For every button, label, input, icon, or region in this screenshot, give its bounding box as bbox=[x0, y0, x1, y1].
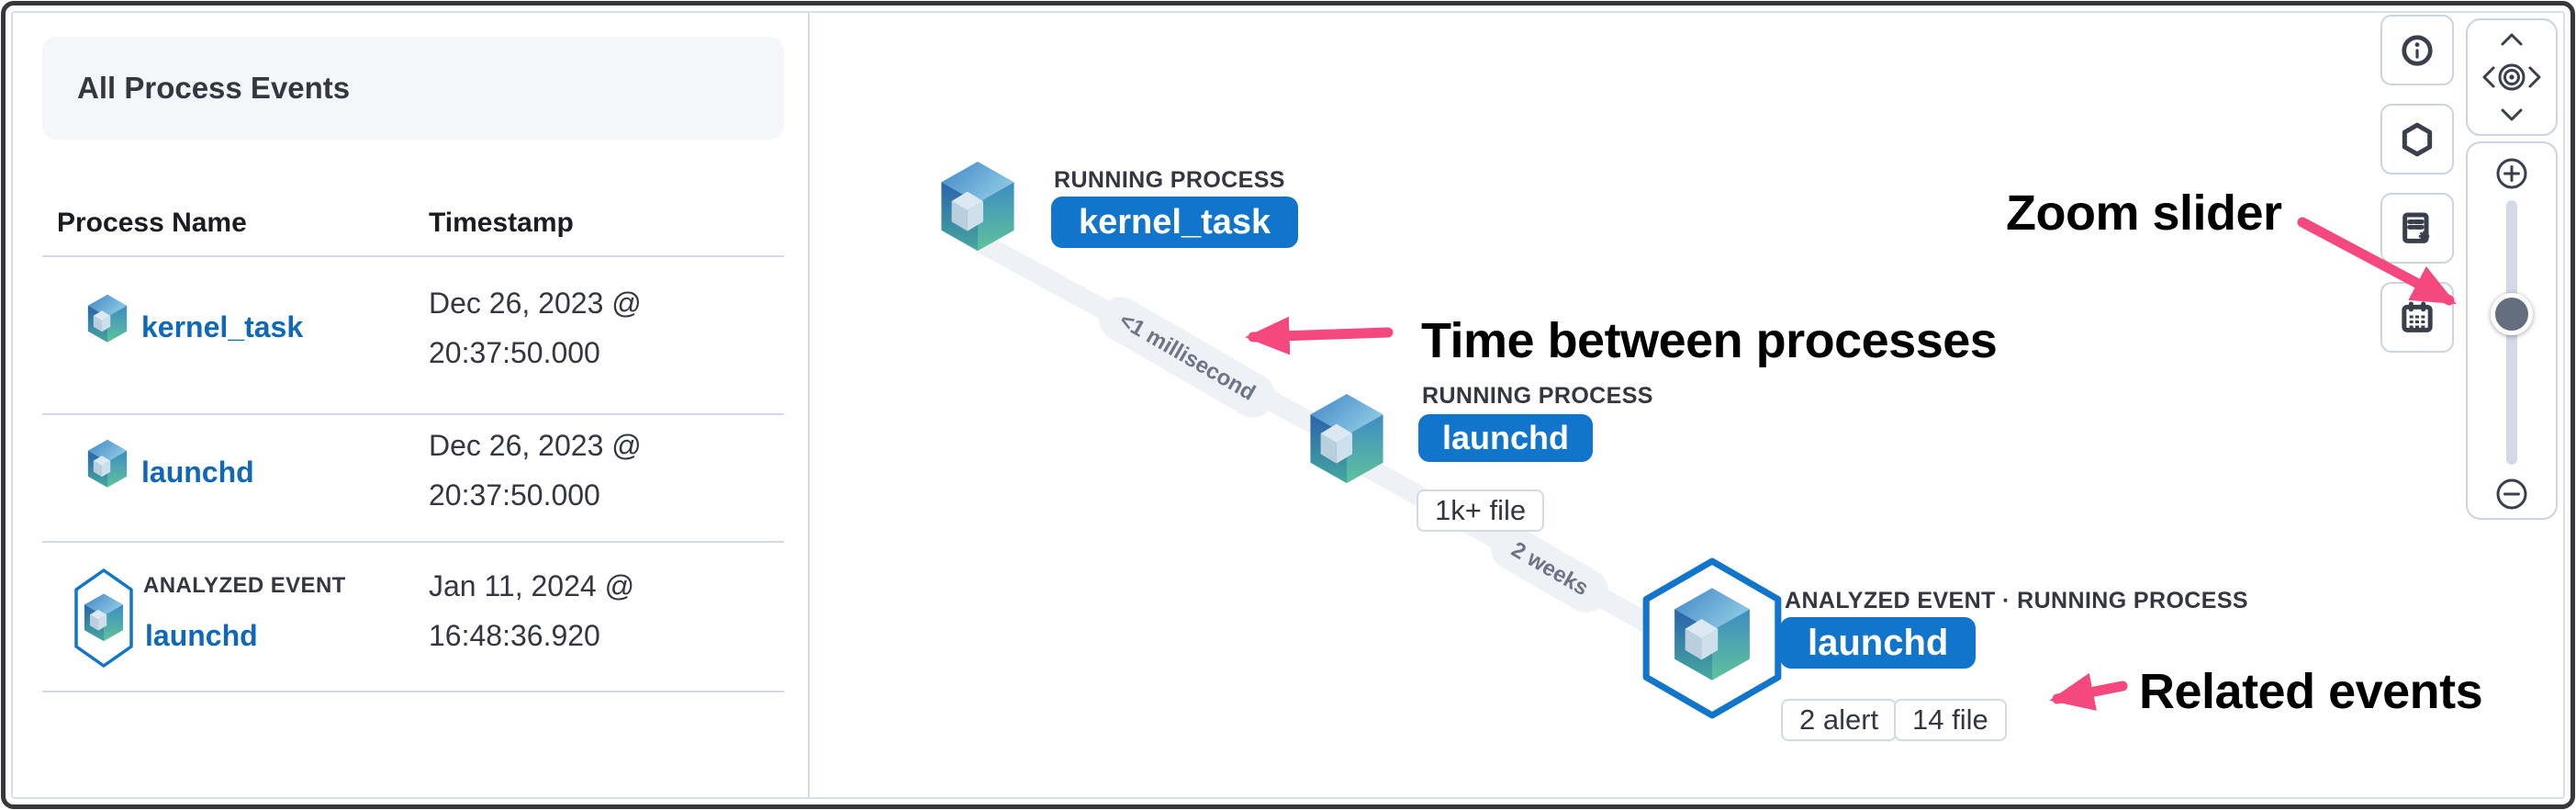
timestamp-line: 20:37:50.000 bbox=[429, 478, 600, 512]
chevron-down-icon[interactable] bbox=[2501, 108, 2523, 121]
process-node-button[interactable]: launchd bbox=[1780, 617, 1977, 669]
node-type-label: ANALYZED EVENT · RUNNING PROCESS bbox=[1785, 588, 2248, 613]
timestamp-line: 16:48:36.920 bbox=[429, 619, 600, 652]
process-link[interactable]: launchd bbox=[145, 619, 258, 652]
center-camera-icon[interactable] bbox=[2503, 69, 2520, 85]
timestamp-line: Dec 26, 2023 @ bbox=[429, 429, 642, 462]
app-container bbox=[11, 11, 2565, 799]
annotation-zoom-slider: Zoom slider bbox=[2006, 186, 2282, 241]
related-events-badge[interactable]: 14 file bbox=[1894, 699, 2007, 741]
chevron-right-icon[interactable] bbox=[2528, 66, 2541, 88]
row-divider bbox=[42, 541, 784, 543]
calendar-icon bbox=[2402, 301, 2433, 332]
process-node-cube-icon[interactable] bbox=[1307, 393, 1386, 485]
process-link[interactable]: kernel_task bbox=[141, 310, 304, 343]
date-picker-button[interactable] bbox=[2380, 282, 2454, 353]
analyzed-event-label: ANALYZED EVENT bbox=[143, 573, 346, 598]
minus-icon bbox=[2496, 478, 2527, 510]
schema-settings-icon bbox=[2402, 212, 2430, 243]
zoom-in-button[interactable] bbox=[2490, 152, 2534, 196]
process-node-cube-icon[interactable] bbox=[938, 161, 1017, 253]
node-legend-button[interactable] bbox=[2380, 104, 2454, 174]
process-node-button[interactable]: kernel_task bbox=[1051, 197, 1299, 248]
analyzed-node-hexagon-icon[interactable] bbox=[1640, 557, 1785, 720]
column-header-timestamp: Timestamp bbox=[429, 208, 574, 238]
hexagon-legend-icon bbox=[2402, 122, 2433, 156]
pan-control bbox=[2466, 18, 2558, 136]
panel-title: All Process Events bbox=[77, 71, 351, 105]
timestamp-line: Jan 11, 2024 @ bbox=[429, 569, 635, 602]
process-link[interactable]: launchd bbox=[141, 456, 254, 489]
annotation-related-events: Related events bbox=[2139, 664, 2483, 719]
analyzed-event-hexagon-icon bbox=[73, 568, 134, 670]
timestamp-line: Dec 26, 2023 @ bbox=[429, 287, 642, 320]
zoom-out-button[interactable] bbox=[2490, 472, 2534, 516]
node-type-label: RUNNING PROCESS bbox=[1422, 383, 1653, 409]
timestamp-line: 20:37:50.000 bbox=[429, 336, 600, 369]
node-info-button[interactable] bbox=[2380, 15, 2454, 85]
row-divider bbox=[42, 691, 784, 692]
chevron-left-icon[interactable] bbox=[2482, 66, 2495, 88]
related-events-badge[interactable]: 2 alert bbox=[1781, 699, 1898, 741]
info-icon bbox=[2402, 34, 2433, 66]
schema-settings-button[interactable] bbox=[2380, 193, 2454, 264]
panel-divider bbox=[808, 13, 810, 797]
center-camera-icon[interactable] bbox=[2509, 74, 2514, 80]
zoom-slider-thumb[interactable] bbox=[2491, 293, 2533, 335]
panel-title-box: All Process Events bbox=[42, 37, 784, 140]
related-events-badge[interactable]: 1k+ file bbox=[1417, 489, 1545, 532]
row-divider bbox=[42, 413, 784, 415]
node-type-label: RUNNING PROCESS bbox=[1054, 167, 1285, 193]
annotation-time-between-processes: Time between processes bbox=[1421, 313, 1998, 368]
process-node-button[interactable]: launchd bbox=[1418, 414, 1594, 462]
chevron-up-icon[interactable] bbox=[2501, 33, 2523, 46]
plus-icon bbox=[2496, 158, 2527, 189]
column-header-process-name: Process Name bbox=[57, 208, 247, 238]
center-camera-icon[interactable] bbox=[2498, 63, 2526, 91]
table-header-divider bbox=[42, 255, 784, 257]
